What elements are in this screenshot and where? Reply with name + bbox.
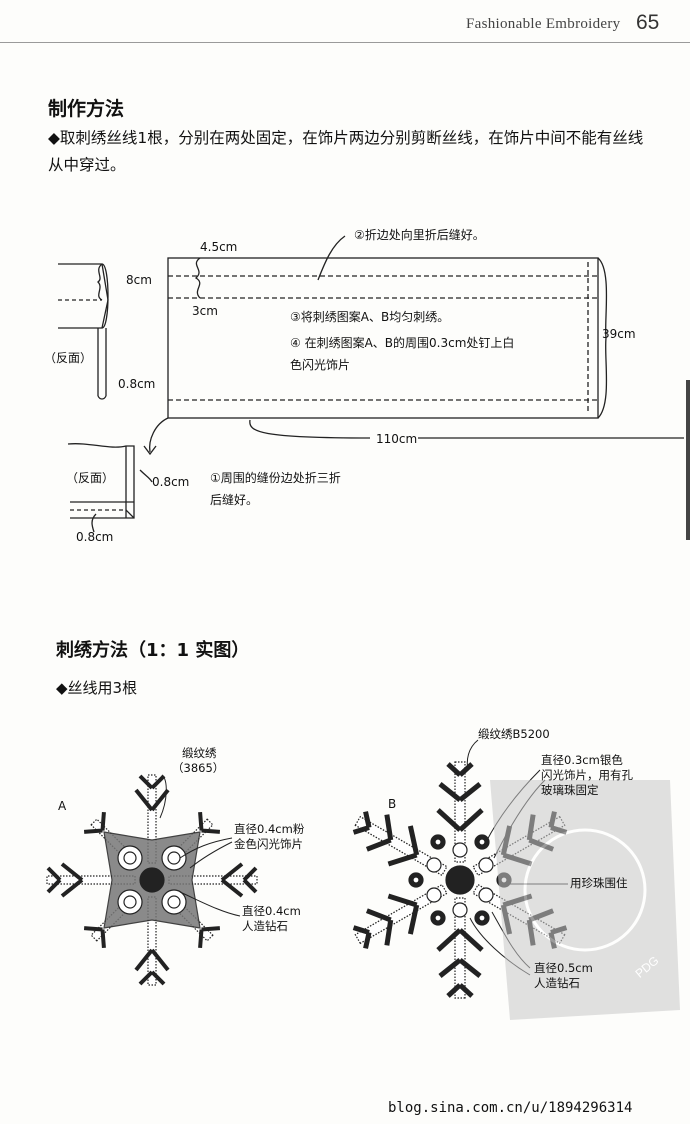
motif-b-rhinestone-line1: 直径0.5cm (534, 961, 593, 975)
dim-39cm: 39cm (602, 327, 636, 341)
step-2-note: ②折边处向里折后缝好。 (354, 228, 485, 242)
motif-a-letter: A (58, 799, 67, 813)
back-side-label-1: （反面） (44, 351, 93, 365)
motif-b-sequin-line3: 玻璃珠固定 (541, 783, 599, 797)
dim-8cm: 8cm (126, 273, 152, 287)
embroidery-motif-a (46, 774, 258, 986)
dim-0-8cm-c: 0.8cm (76, 530, 114, 544)
source-watermark: blog.sina.com.cn/u/1894296314 (388, 1100, 633, 1116)
motif-b-stitch: 缎纹绣B5200 (478, 727, 550, 741)
step-4-note-line2: 色闪光饰片 (290, 358, 351, 372)
dim-0-8cm-a: 0.8cm (118, 377, 156, 391)
motif-b-sequin-line2: 闪光饰片，用有孔 (541, 768, 633, 782)
section-title-embroidery: 刺绣方法（1：1 实图） (56, 640, 250, 661)
step-1-note-line1: ①周围的缝份边处折三折 (210, 471, 341, 485)
page-number: 65 (636, 11, 660, 34)
running-header-title: Fashionable Embroidery (466, 16, 621, 32)
motif-a-rhinestone-line1: 直径0.4cm (242, 904, 301, 918)
motif-a-stitch-line1: 缎纹绣 (182, 746, 217, 760)
motif-b-sequin-line1: 直径0.3cm银色 (541, 753, 623, 767)
step-3-note: ③将刺绣图案A、B均匀刺绣。 (290, 310, 450, 324)
back-side-label-2: （反面） (66, 471, 115, 485)
dim-110cm: 110cm (376, 432, 418, 446)
header-rule (0, 42, 690, 43)
section-title-making: 制作方法 (48, 98, 125, 120)
motif-a-sequin-line2: 金色闪光饰片 (234, 837, 303, 851)
motif-a-stitch-line2: （3865） (172, 761, 225, 775)
watermark-stamp (490, 780, 680, 1020)
thread-note: ◆丝线用3根 (56, 679, 138, 697)
instruction-paragraph: ◆取刺绣丝线1根，分别在两处固定，在饰片两边分别剪断丝线，在饰片中间不能有丝线从… (48, 129, 644, 174)
motif-b-rhinestone (445, 865, 475, 895)
dim-3cm: 3cm (192, 304, 218, 318)
motif-a-rhinestone (139, 867, 165, 893)
motif-a-sequin-line1: 直径0.4cm粉 (234, 822, 305, 836)
panel-outline (167, 257, 599, 419)
dim-0-8cm-b: 0.8cm (152, 475, 190, 489)
motif-a-rhinestone-line2: 人造钻石 (242, 919, 288, 933)
motif-b-letter: B (388, 797, 397, 811)
step-1-note-line2: 后缝好。 (210, 493, 259, 507)
motif-b-pearl: 用珍珠围住 (570, 876, 628, 890)
motif-b-rhinestone-line2: 人造钻石 (534, 976, 580, 990)
dim-4-5cm: 4.5cm (200, 240, 238, 254)
page-edge-shadow (686, 380, 690, 540)
step-4-note-line1: ④ 在刺绣图案A、B的周围0.3cm处钉上白 (290, 336, 515, 350)
